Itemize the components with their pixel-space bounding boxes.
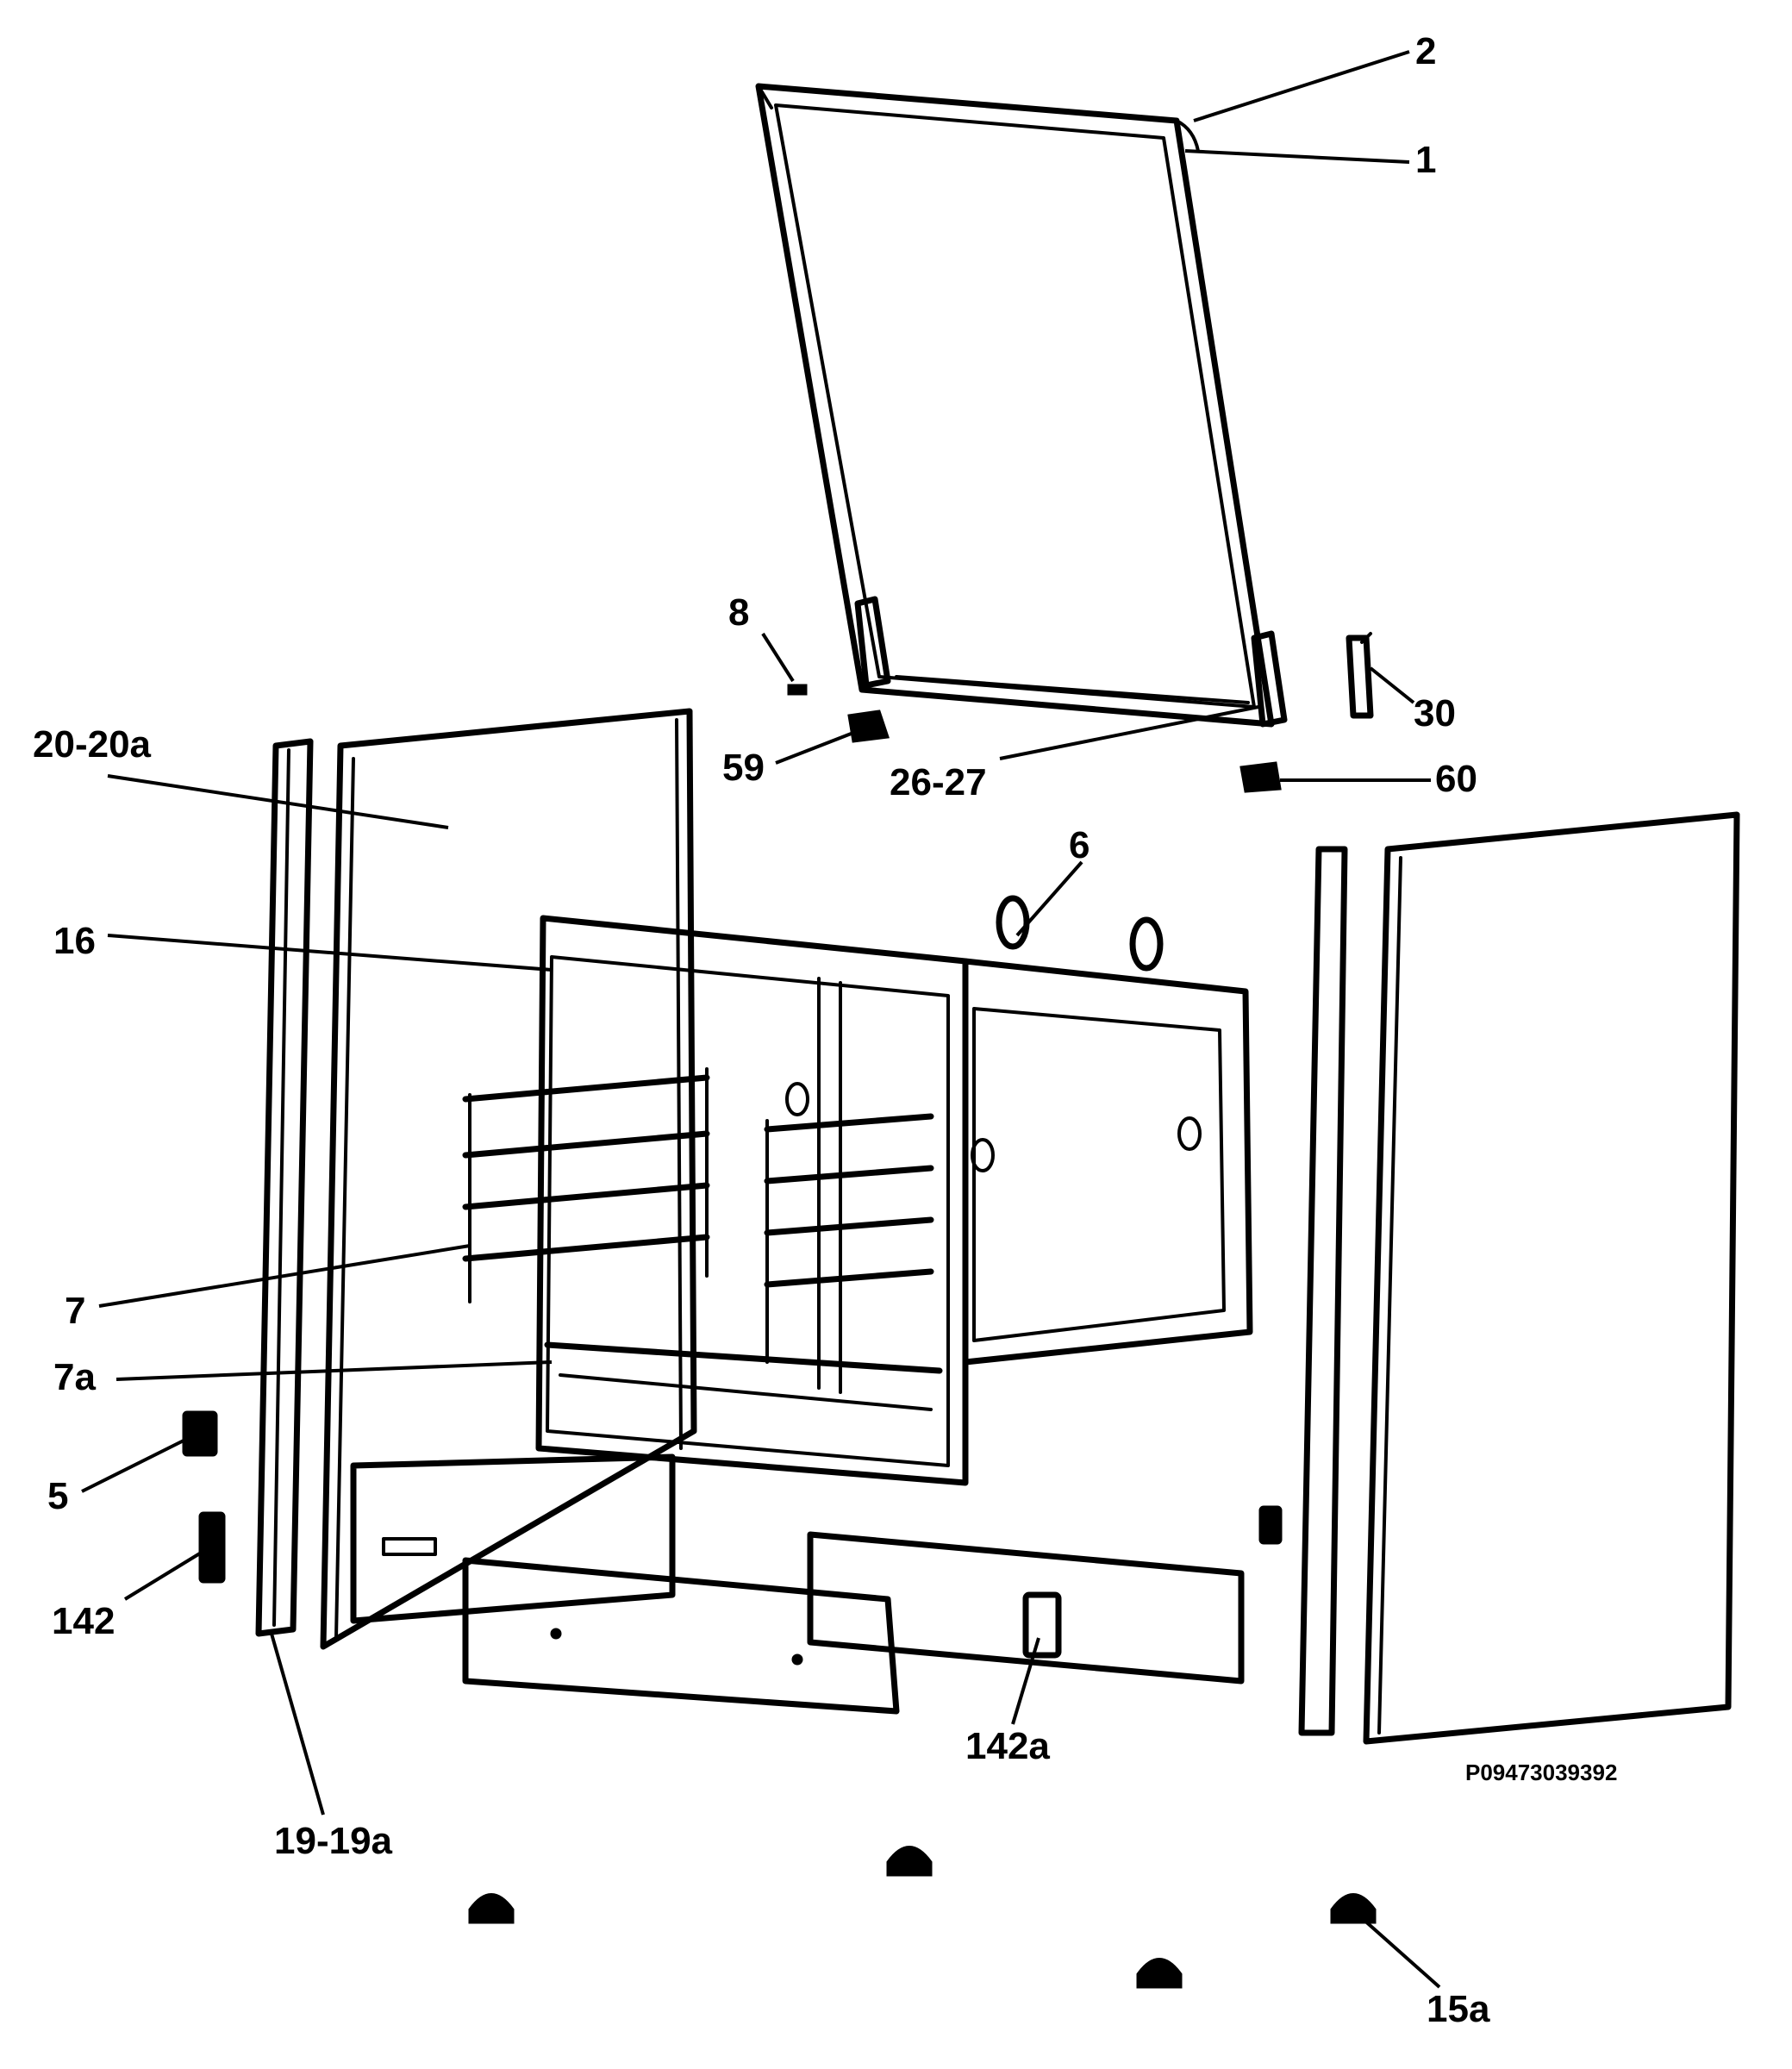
label-1: 1	[1415, 139, 1436, 181]
right-side-panel	[1363, 811, 1740, 1745]
label-30: 30	[1414, 692, 1456, 734]
clip-142	[198, 1511, 226, 1584]
label-8: 8	[728, 591, 749, 634]
label-7: 7	[65, 1290, 85, 1332]
cavity-hooks-6	[996, 895, 1164, 972]
label-7a: 7a	[53, 1356, 96, 1398]
label-6: 6	[1069, 824, 1090, 866]
clip-5	[182, 1410, 218, 1457]
oven-bottom-7a	[544, 1341, 943, 1374]
label-5: 5	[47, 1475, 68, 1517]
label-142a: 142a	[965, 1725, 1050, 1767]
hinge-part-59	[847, 709, 890, 743]
screw-8	[787, 684, 808, 696]
plinth-front-left	[462, 1557, 900, 1715]
label-142: 142	[52, 1600, 115, 1642]
plinth-front-right	[807, 1531, 1245, 1685]
label-20-20a: 20-20a	[33, 723, 152, 766]
right-strip	[1298, 846, 1348, 1736]
lid-frame	[755, 83, 1275, 728]
lid-support-30	[1346, 632, 1374, 719]
label-59: 59	[722, 747, 765, 789]
lid-hinge-left	[854, 596, 891, 689]
foot-1	[468, 1893, 515, 1924]
clip-right	[1258, 1505, 1283, 1545]
label-60: 60	[1435, 758, 1477, 800]
label-2: 2	[1415, 30, 1436, 72]
label-26-27: 26-27	[890, 761, 987, 803]
left-strip-19	[255, 738, 314, 1637]
label-19-19a: 19-19a	[274, 1820, 393, 1862]
hinge-part-60	[1239, 761, 1282, 793]
label-16: 16	[53, 920, 96, 962]
foot-2	[886, 1846, 933, 1877]
foot-4	[1330, 1893, 1377, 1924]
leader-lines	[81, 50, 1441, 1989]
clip-142a	[1022, 1591, 1062, 1659]
foot-3	[1136, 1958, 1183, 1989]
left-side-panel	[320, 708, 697, 1650]
oven-rack-right-7	[764, 1113, 934, 1364]
plinth-left	[350, 1453, 676, 1624]
oven-cavity	[535, 915, 1253, 1486]
label-15a: 15a	[1427, 1988, 1490, 2030]
lid-hinge-right	[1251, 630, 1288, 728]
oven-rack-left-7	[462, 1067, 710, 1303]
diagram-code: P09473039392	[1465, 1760, 1617, 1785]
